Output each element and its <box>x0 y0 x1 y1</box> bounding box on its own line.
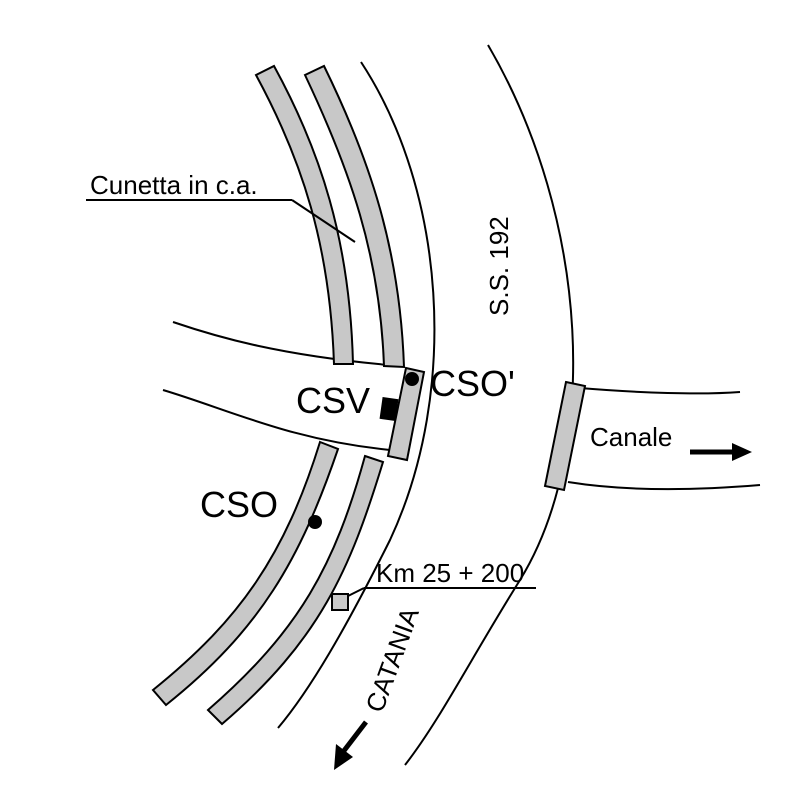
canale-label: Canale <box>590 422 672 452</box>
cunetta-strip-lower-outer <box>151 440 340 707</box>
catania-arrow-shaft <box>341 720 368 754</box>
cunetta-strip-lower-inner <box>206 454 385 726</box>
catania-label: CATANIA <box>359 603 425 716</box>
csv-label: CSV <box>296 380 370 421</box>
road-edge-inner <box>277 61 436 729</box>
culvert-left <box>386 366 426 462</box>
cunetta-strip-upper-inner <box>303 64 406 369</box>
cso-prime-point <box>405 372 419 386</box>
channel-bank-lower-left <box>162 389 391 451</box>
cso-point <box>308 515 322 529</box>
culvert-right <box>543 380 587 492</box>
channel-bank-lower-right <box>567 481 761 491</box>
cso-prime-label: CSO' <box>430 363 515 404</box>
csv-marker <box>379 396 399 422</box>
cso-label: CSO <box>200 484 278 525</box>
catania-arrow-head <box>334 744 353 770</box>
cunetta-strip-upper-outer <box>254 64 355 365</box>
km-label: Km 25 + 200 <box>376 558 524 588</box>
cunetta-leader-line <box>291 199 356 243</box>
cunetta-label: Cunetta in c.a. <box>90 170 258 200</box>
channel-bank-upper-left <box>172 321 389 366</box>
channel-bank-upper-right <box>579 387 741 395</box>
canale-arrow-head <box>732 443 752 461</box>
km-leader-line <box>347 587 365 597</box>
road-label: S.S. 192 <box>484 216 514 316</box>
road-edge-outer <box>404 44 575 766</box>
km-marker <box>331 593 349 611</box>
